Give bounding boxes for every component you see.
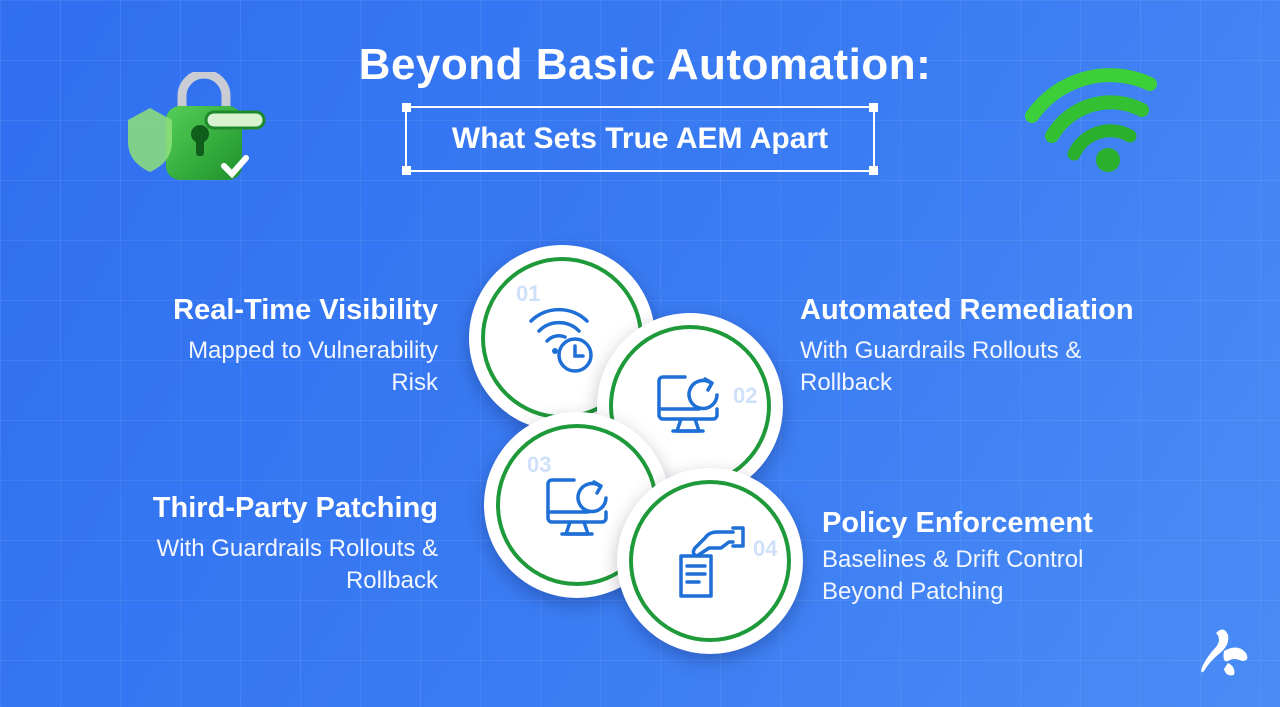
wifi-icon: [1025, 68, 1157, 172]
splashtop-logo-icon: [1201, 629, 1248, 676]
step-circle-04: 04: [617, 468, 803, 654]
frame-handle: [402, 103, 411, 112]
feature-description: With Guardrails Rollouts & Rollback: [78, 533, 438, 597]
step-circle-02: 02: [597, 313, 783, 499]
feature-title: Third-Party Patching: [152, 492, 438, 524]
feature-description: Baselines & Drift Control Beyond Patchin…: [822, 544, 1222, 608]
feature-desc-line: Risk: [391, 369, 438, 396]
page-title: Beyond Basic Automation:: [358, 40, 932, 89]
feature-description: Mapped to Vulnerability Risk: [78, 335, 438, 399]
feature-automated-remediation: Automated Remediation With Guardrails Ro…: [800, 294, 1200, 399]
feature-title: Automated Remediation: [800, 294, 1134, 326]
step-number: 01: [516, 281, 541, 306]
monitor-refresh-icon: [546, 478, 608, 536]
feature-title: Real-Time Visibility: [173, 294, 438, 326]
step-number: 02: [733, 383, 758, 408]
padlock-shield-icon: [128, 72, 266, 180]
feature-title: Policy Enforcement: [822, 507, 1093, 539]
feature-desc-line: Rollback: [345, 567, 438, 594]
frame-handle: [869, 166, 878, 175]
feature-desc-line: With Guardrails Rollouts &: [156, 535, 438, 562]
feature-desc-line: Beyond Patching: [822, 578, 1004, 605]
feature-real-time-visibility: Real-Time Visibility Mapped to Vulnerabi…: [78, 294, 438, 399]
monitor-refresh-icon: [657, 375, 719, 433]
feature-third-party-patching: Third-Party Patching With Guardrails Rol…: [78, 492, 438, 597]
step-number: 04: [753, 536, 778, 561]
wifi-clock-icon: [529, 307, 593, 373]
feature-desc-line: Mapped to Vulnerability: [188, 337, 438, 364]
step-number: 03: [527, 452, 552, 477]
subtitle-text: What Sets True AEM Apart: [451, 122, 829, 155]
subtitle-frame: What Sets True AEM Apart: [402, 103, 878, 175]
circle-ring: [629, 480, 791, 642]
frame-handle: [402, 166, 411, 175]
feature-desc-line: With Guardrails Rollouts &: [800, 337, 1082, 364]
feature-policy-enforcement: Policy Enforcement Baselines & Drift Con…: [822, 507, 1222, 608]
frame-handle: [869, 103, 878, 112]
feature-description: With Guardrails Rollouts & Rollback: [800, 335, 1200, 399]
hand-document-icon: [679, 526, 745, 598]
feature-desc-line: Rollback: [800, 369, 893, 396]
feature-desc-line: Baselines & Drift Control: [822, 546, 1084, 573]
